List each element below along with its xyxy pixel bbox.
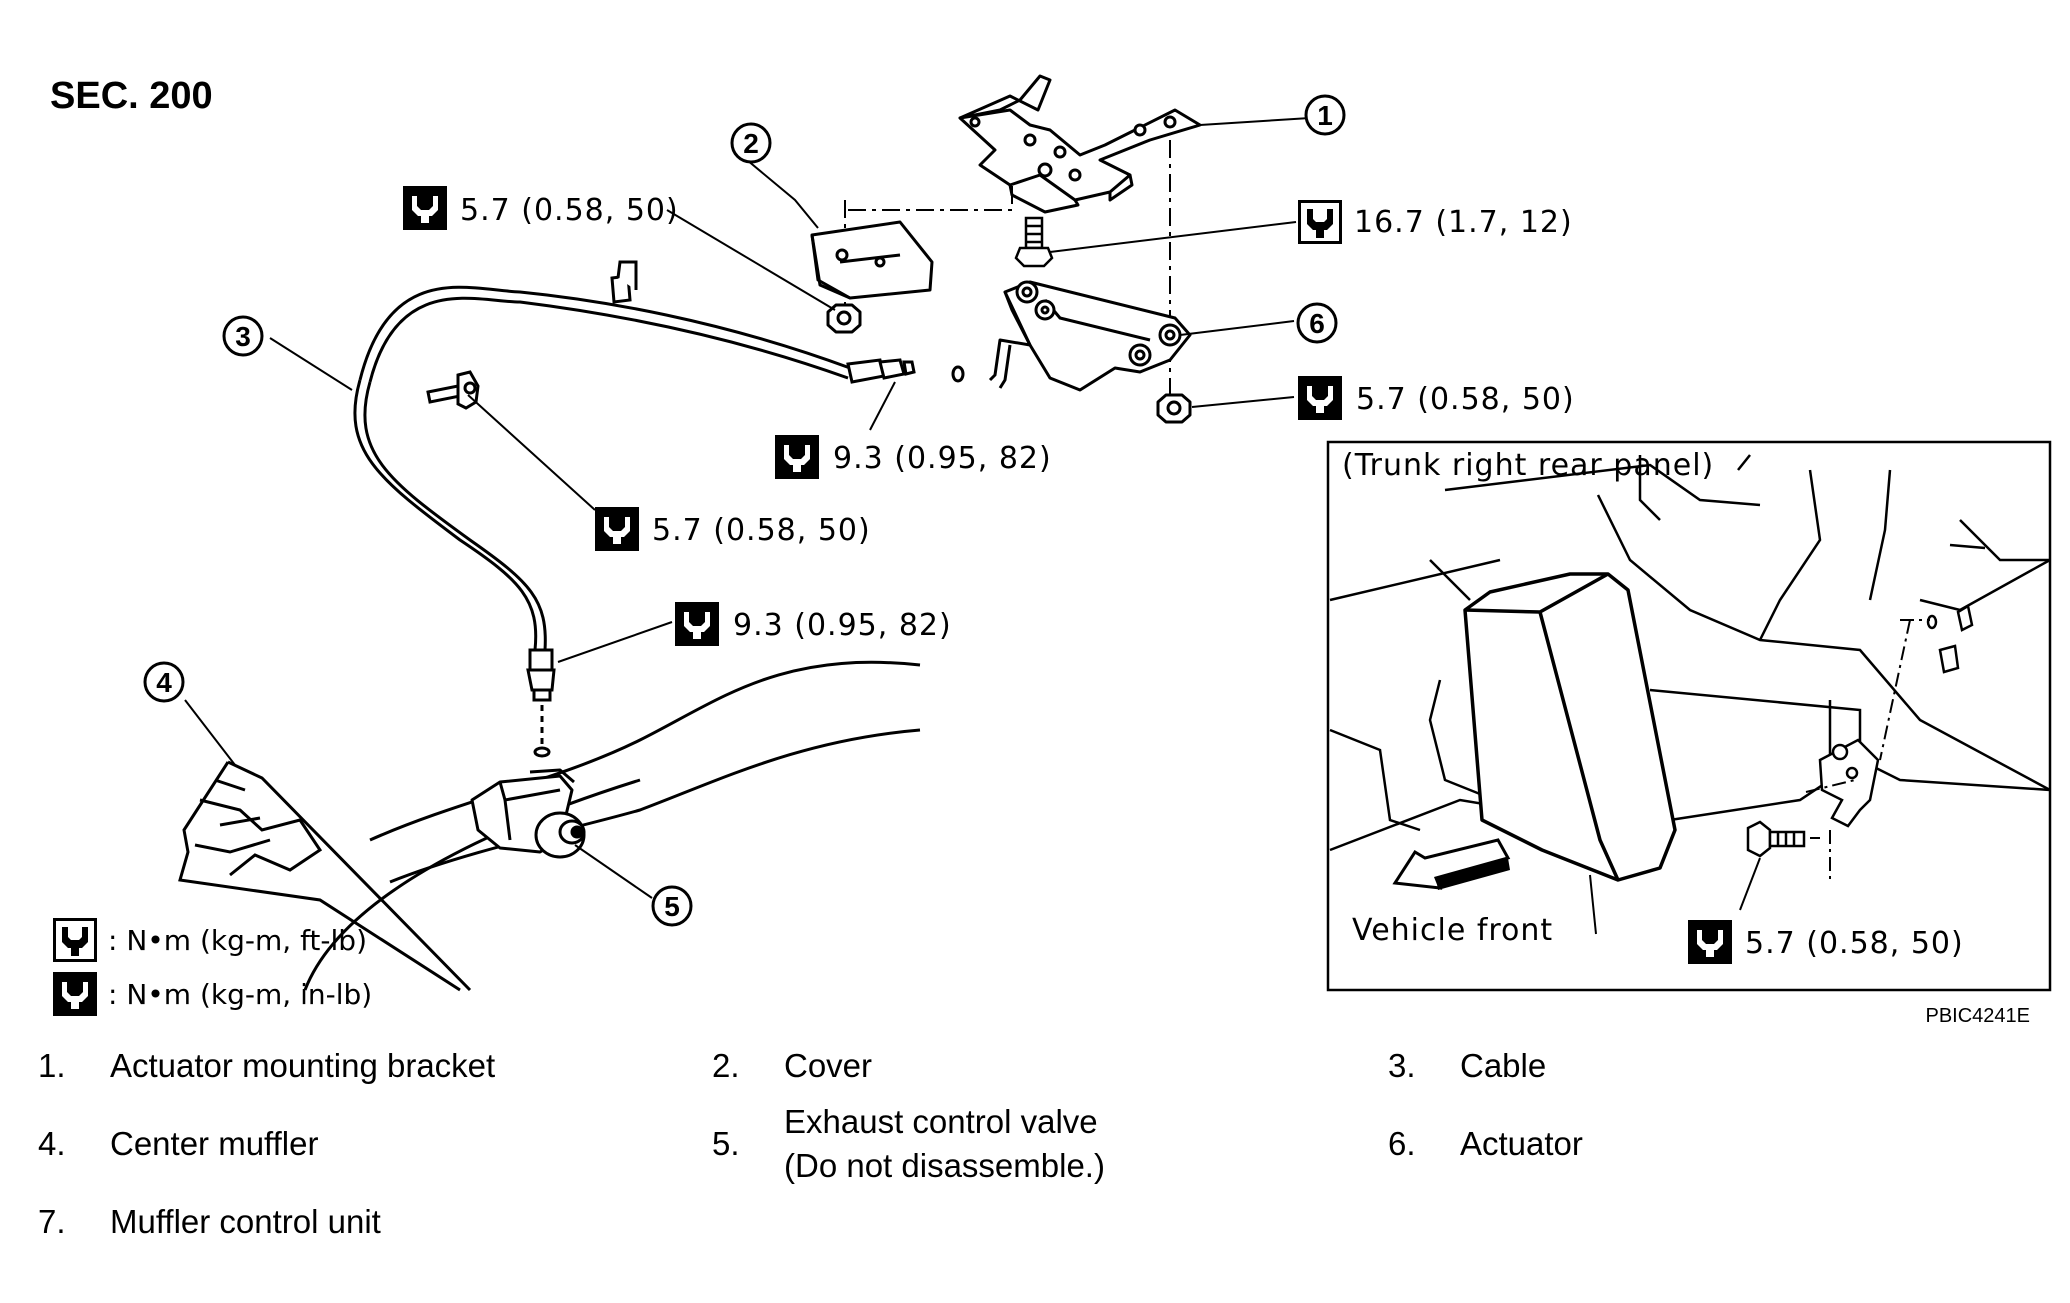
actuator-bracket-drawing xyxy=(958,74,1202,214)
vehicle-front-label: Vehicle front xyxy=(1352,913,1553,948)
bracket-bolt-drawing xyxy=(1014,216,1054,268)
svg-text:16.7 (1.7, 12): 16.7 (1.7, 12) xyxy=(1354,205,1573,240)
torque-cover-nut: 5.7 (0.58, 50) xyxy=(403,186,679,230)
leader-lines xyxy=(184,117,1311,899)
part-label: Center muffler xyxy=(110,1125,319,1162)
cable-drawing xyxy=(353,260,965,758)
part-number: 3. xyxy=(1388,1047,1416,1084)
torque-wrench-ft-lb-icon xyxy=(1298,200,1342,244)
callout-3: 3 xyxy=(222,315,264,357)
part-number: 7. xyxy=(38,1203,66,1240)
svg-text:5.7 (0.58, 50): 5.7 (0.58, 50) xyxy=(1745,926,1964,961)
part-label: Actuator mounting bracket xyxy=(110,1047,496,1084)
part-label: Cover xyxy=(784,1047,873,1084)
part-number: 2. xyxy=(712,1047,740,1084)
torque-wrench-ft-lb-icon xyxy=(53,918,97,962)
svg-text:2: 2 xyxy=(743,128,759,159)
svg-text:3: 3 xyxy=(235,321,251,352)
torque-wrench-in-lb-icon xyxy=(675,602,719,646)
part-number: 5. xyxy=(712,1125,740,1162)
svg-text:5.7 (0.58, 50): 5.7 (0.58, 50) xyxy=(1356,382,1575,417)
torque-cable-end-actuator: 9.3 (0.95, 82) xyxy=(775,435,1052,479)
torque-bracket-bolt: 16.7 (1.7, 12) xyxy=(1298,200,1573,244)
svg-text:6: 6 xyxy=(1309,308,1325,339)
torque-legend: : N•m (kg-m, ft-lb) : N•m (kg-m, in-lb) xyxy=(53,918,372,1016)
part-label: Muffler control unit xyxy=(110,1203,381,1240)
torque-cable-end-valve: 9.3 (0.95, 82) xyxy=(675,602,952,646)
torque-actuator-nut: 5.7 (0.58, 50) xyxy=(1298,376,1575,420)
torque-wrench-in-lb-icon xyxy=(1688,920,1732,964)
svg-text:4: 4 xyxy=(156,667,172,698)
parts-list: 1. Actuator mounting bracket 2. Cover 3.… xyxy=(0,1030,2070,1290)
svg-text:5.7 (0.58, 50): 5.7 (0.58, 50) xyxy=(652,513,871,548)
svg-text:1: 1 xyxy=(1317,100,1333,131)
center-muffler-drawing xyxy=(178,660,921,992)
legend-in-lb: : N•m (kg-m, in-lb) xyxy=(108,978,372,1011)
part-label: Exhaust control valve xyxy=(784,1103,1098,1140)
section-title: SEC. 200 xyxy=(50,75,213,117)
torque-wrench-in-lb-icon xyxy=(775,435,819,479)
image-code: PBIC4241E xyxy=(1925,1005,2030,1027)
vehicle-front-arrow xyxy=(1392,838,1511,890)
part-number: 6. xyxy=(1388,1125,1416,1162)
svg-text:9.3 (0.95, 82): 9.3 (0.95, 82) xyxy=(833,441,1052,476)
torque-cable-clamp-bolt: 5.7 (0.58, 50) xyxy=(595,507,871,551)
part-number: 1. xyxy=(38,1047,66,1084)
torque-wrench-in-lb-icon xyxy=(403,186,447,230)
inset-title: (Trunk right rear panel) xyxy=(1342,448,1714,483)
callout-1: 1 xyxy=(1304,94,1346,136)
svg-text:9.3 (0.95, 82): 9.3 (0.95, 82) xyxy=(733,608,952,643)
svg-text:5: 5 xyxy=(664,891,680,922)
exploded-diagram: SEC. 200 xyxy=(50,74,2052,1027)
inset-trunk-view: (Trunk right rear panel) xyxy=(1326,440,2052,992)
part-label-note: (Do not disassemble.) xyxy=(784,1147,1105,1184)
svg-text:5.7 (0.58, 50): 5.7 (0.58, 50) xyxy=(460,193,679,228)
callout-4: 4 xyxy=(143,661,185,703)
part-label: Cable xyxy=(1460,1047,1547,1084)
part-label: Actuator xyxy=(1460,1125,1583,1162)
exhaust-control-valve-drawing xyxy=(470,768,586,859)
callout-6: 6 xyxy=(1296,302,1338,344)
torque-wrench-in-lb-icon xyxy=(595,507,639,551)
callout-2: 2 xyxy=(730,122,772,164)
torque-control-unit-bolt: 5.7 (0.58, 50) xyxy=(1688,920,1964,964)
actuator-drawing xyxy=(988,280,1192,424)
torque-wrench-in-lb-icon xyxy=(53,972,97,1016)
part-number: 4. xyxy=(38,1125,66,1162)
callout-5: 5 xyxy=(651,885,693,927)
legend-ft-lb: : N•m (kg-m, ft-lb) xyxy=(108,924,367,957)
cover-drawing xyxy=(810,220,934,334)
torque-wrench-in-lb-icon xyxy=(1298,376,1342,420)
